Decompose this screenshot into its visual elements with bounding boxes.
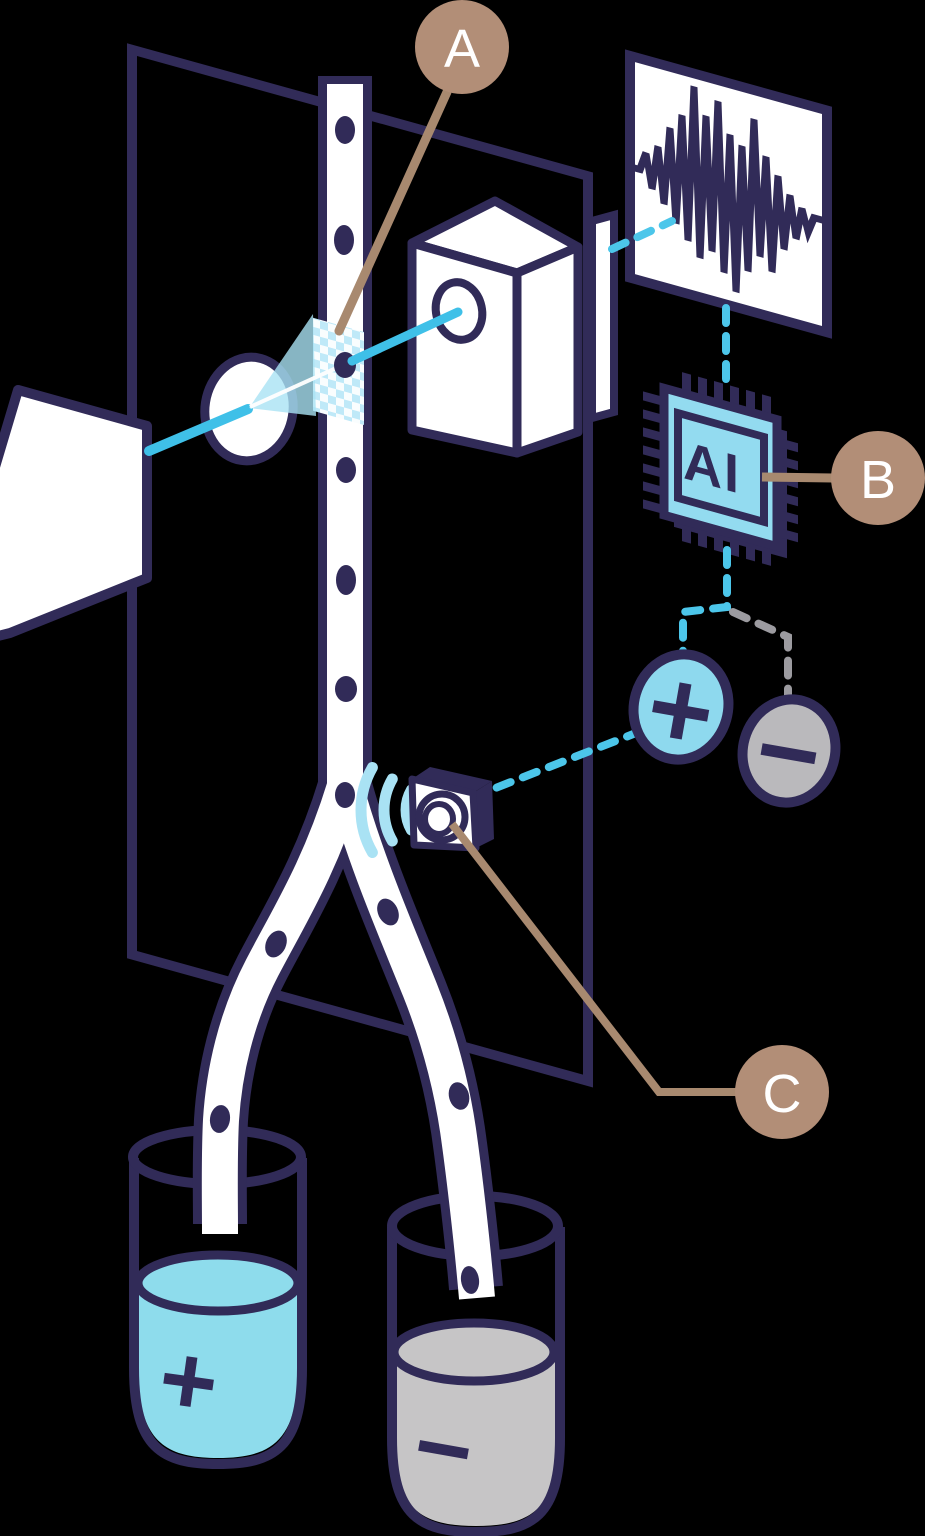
link-positive-to-actuator: [489, 727, 645, 793]
signal-waveform-icon: [632, 85, 822, 294]
positive-tube-sign: +: [151, 1331, 226, 1428]
positive-badge-sign: +: [637, 654, 725, 765]
sorting-actuator: [355, 762, 494, 858]
callout-b-label: B: [860, 450, 896, 510]
ai-chip-body: [659, 382, 782, 553]
cell: [334, 225, 354, 255]
positive-decision-badge: +: [628, 649, 734, 765]
collection-tube-negative: −: [387, 1191, 565, 1536]
laser-beam-segment-1: [144, 404, 253, 456]
negative-liquid: [394, 1352, 558, 1526]
detector-side-face: [512, 242, 583, 458]
callout-b: B: [761, 431, 925, 525]
cell: [335, 676, 357, 702]
speaker-cone-icon: [422, 801, 456, 837]
collection-tube-positive: +: [128, 1125, 307, 1470]
negative-decision-badge: −: [737, 694, 841, 808]
detector: [407, 196, 583, 458]
callout-b-line: [761, 472, 834, 483]
callout-a-circle: [415, 0, 509, 94]
link-chip-to-negative: [729, 608, 792, 701]
link-detector-to-display: [608, 217, 676, 253]
positive-liquid: [138, 1283, 298, 1458]
callout-c-label: C: [763, 1064, 802, 1124]
cells: [209, 116, 480, 1294]
laser-cone: [249, 314, 316, 416]
cell: [265, 930, 287, 958]
callout-a: A: [334, 0, 509, 336]
laser-source: [0, 385, 152, 641]
panel-edge-slat: [588, 209, 618, 424]
sound-wave-icon: [355, 762, 378, 858]
cell: [335, 782, 355, 808]
positive-tube-wall: [129, 1158, 307, 1470]
callout-a-label: A: [444, 19, 480, 79]
sound-wave-icon: [378, 773, 398, 847]
cell: [460, 1266, 480, 1294]
callout-a-line: [334, 87, 452, 336]
cell: [336, 457, 356, 483]
cell: [209, 1105, 231, 1133]
signal-display: [625, 49, 832, 339]
detector-front-face: [407, 238, 522, 458]
callout-c: C: [448, 821, 829, 1139]
cell: [377, 898, 399, 926]
speaker-ring-icon: [415, 790, 469, 844]
negative-tube-wall: [387, 1227, 565, 1536]
callout-c-line: [448, 821, 737, 1096]
cell: [336, 565, 356, 595]
callout-b-circle: [831, 431, 925, 525]
actuator-top-face: [412, 767, 492, 793]
cell: [448, 1082, 470, 1110]
cell: [335, 116, 355, 144]
positive-liquid-surface: [133, 1250, 303, 1316]
negative-liquid-surface: [389, 1318, 559, 1386]
laser-beam-segment-2: [347, 307, 463, 366]
callout-c-circle: [735, 1045, 829, 1139]
laser-cone-center-line: [249, 363, 344, 409]
link-chip-to-positive: [679, 546, 731, 656]
